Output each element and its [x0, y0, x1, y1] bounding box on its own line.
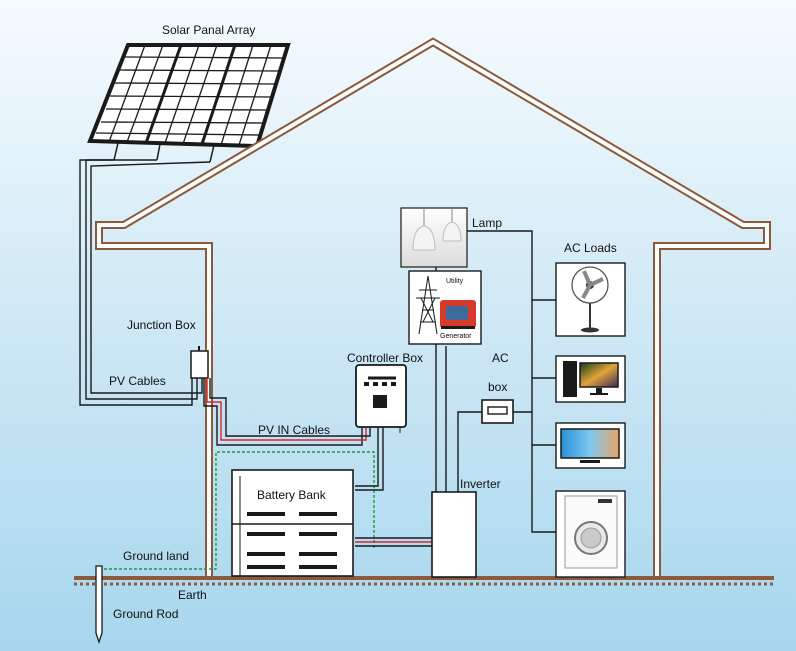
utility-generator-image [408, 270, 482, 345]
lamp-image [400, 207, 468, 268]
house-outline [95, 37, 771, 577]
pv-cables-label: PV Cables [109, 374, 166, 388]
ground-land-label: Ground land [123, 549, 190, 563]
inverter [431, 491, 477, 578]
controller-battery-cables [355, 427, 384, 491]
ground-rod [95, 565, 103, 645]
ac-loads-label: AC Loads [564, 241, 617, 255]
earth-label: Earth [178, 588, 207, 602]
ground-line [74, 576, 774, 586]
fan-image [555, 262, 626, 337]
ac-box [481, 399, 514, 424]
ac-label: AC [492, 351, 509, 365]
solar-array-label: Solar Panal Array [162, 23, 256, 37]
ground-rod-label: Ground Rod [113, 607, 179, 621]
controller-box-label: Controller Box [347, 351, 424, 365]
pv-cables [79, 159, 211, 406]
lamp-label: Lamp [472, 216, 503, 230]
generator-label: Generator [440, 333, 472, 340]
utility-label: Utility [446, 278, 464, 285]
battery-inverter-cables [355, 537, 433, 547]
computer-image [555, 355, 626, 403]
pv-in-cables-label: PV IN Cables [258, 423, 331, 437]
washing-machine-image [555, 490, 626, 578]
ac-box-label: box [488, 380, 508, 394]
controller-box [355, 364, 407, 433]
junction-box [190, 346, 209, 379]
tv-image [555, 422, 626, 469]
junction-box-label: Junction Box [127, 318, 196, 332]
battery-bank [231, 469, 354, 577]
pv-in-cables [203, 378, 371, 446]
inverter-label: Inverter [460, 477, 501, 491]
battery-bank-label: Battery Bank [257, 488, 326, 502]
